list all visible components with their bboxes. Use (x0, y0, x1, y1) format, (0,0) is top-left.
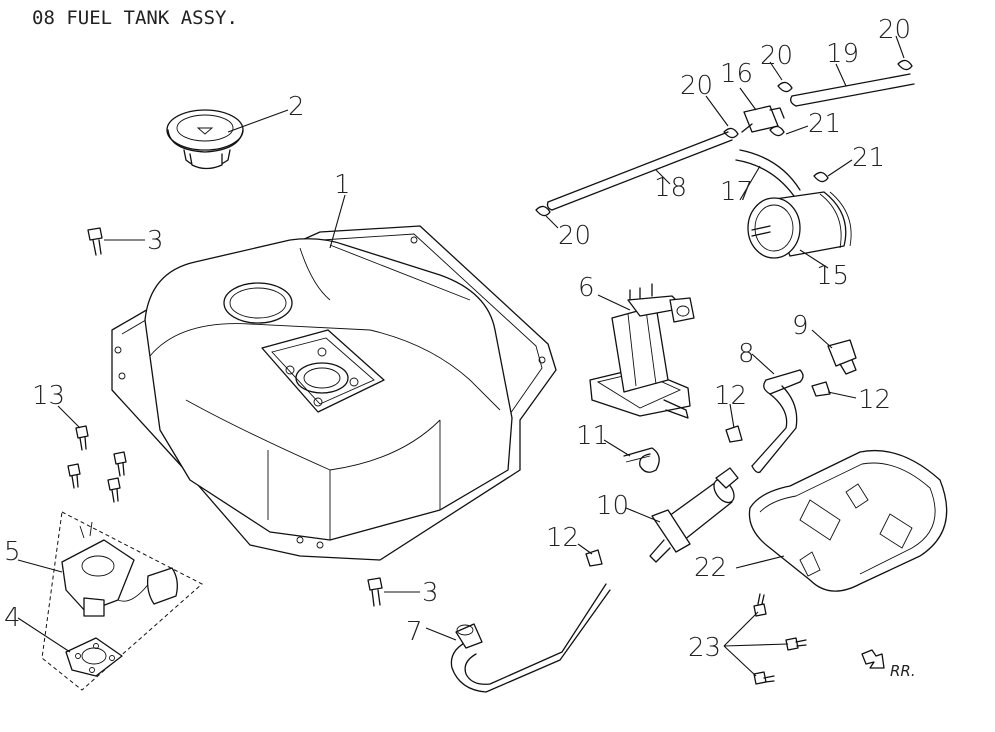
rollover-valve (741, 105, 785, 133)
diagram-title: 08 FUEL TANK ASSY. (32, 7, 238, 29)
leader-6 (597, 294, 631, 311)
callout-18: 18 (654, 173, 687, 203)
bolts-23 (753, 593, 807, 685)
leader-2 (227, 109, 289, 133)
leader-20-d (545, 215, 559, 229)
callout-17: 17 (720, 177, 753, 207)
hose-joint (827, 339, 857, 375)
callout-7: 7 (406, 617, 423, 647)
sender-gasket (65, 637, 123, 677)
callout-6: 6 (578, 273, 595, 303)
clip-12-b (811, 381, 831, 397)
callout-22: 22 (694, 553, 727, 583)
leader-7 (425, 627, 457, 641)
leader-22 (735, 555, 785, 569)
fuel-cap (166, 109, 244, 170)
fuel-level-sender (61, 521, 178, 617)
hose-19-end (790, 95, 797, 107)
leader-5 (17, 559, 63, 573)
leader-20-a (895, 35, 905, 59)
callout-16: 16 (720, 59, 753, 89)
callout-3-lower: 3 (422, 578, 439, 608)
sender-group-outline (41, 511, 203, 691)
leader-20-b (769, 61, 783, 81)
clamp-21-a (769, 125, 785, 137)
callout-12-a: 12 (714, 381, 747, 411)
leader-11 (603, 439, 631, 457)
callout-12-b: 12 (858, 385, 891, 415)
leader-12-a (729, 403, 735, 429)
callout-4: 4 (4, 603, 21, 633)
callout-9: 9 (792, 311, 809, 341)
leader-12-b (827, 391, 857, 399)
fuel-pump (589, 283, 695, 419)
clip-12-c (585, 549, 603, 567)
leader-13 (57, 405, 81, 429)
callout-10: 10 (596, 491, 629, 521)
callout-12-c: 12 (546, 523, 579, 553)
leader-21-a (785, 125, 809, 135)
clamp-20-c (723, 127, 739, 139)
leader-21-b (827, 159, 853, 177)
callout-5: 5 (4, 537, 21, 567)
leader-20-c (705, 95, 729, 127)
hose-17 (735, 149, 801, 197)
clamp-20-b (777, 81, 793, 93)
leader-12-c (577, 543, 593, 555)
bolt-3-lower (367, 577, 383, 607)
callout-20-c: 20 (680, 71, 713, 101)
fuel-tank (111, 225, 557, 561)
direction-label: RR. (890, 662, 916, 680)
callout-21-b: 21 (852, 143, 885, 173)
fuel-filter-valve (649, 467, 739, 563)
callout-1: 1 (334, 170, 351, 200)
clamp-20-d (535, 205, 551, 217)
leader-10 (625, 507, 661, 523)
leader-16 (739, 87, 757, 111)
bolts-13 (67, 425, 127, 503)
leader-4 (17, 617, 71, 653)
leader-23 (723, 611, 789, 677)
callout-20-d: 20 (558, 221, 591, 251)
callout-20-b: 20 (760, 41, 793, 71)
leader-1 (329, 194, 346, 249)
clamp-20-a (897, 59, 913, 71)
callout-15: 15 (816, 261, 849, 291)
callout-21-a: 21 (808, 109, 841, 139)
hose-18 (547, 131, 733, 211)
hose-19 (791, 73, 915, 107)
leader-18 (655, 169, 671, 185)
callout-19: 19 (826, 39, 859, 69)
callout-11: 11 (576, 421, 609, 451)
fuel-hose-lower (450, 583, 611, 693)
callout-20-a: 20 (878, 15, 911, 45)
tank-guard (748, 449, 948, 592)
clip-12-a (725, 425, 743, 443)
callout-13: 13 (32, 381, 65, 411)
leader-19 (835, 63, 847, 87)
leader-17 (739, 165, 761, 201)
leader-15 (799, 249, 829, 269)
spring-clip (623, 447, 660, 473)
callout-23: 23 (688, 633, 721, 663)
callout-3-upper: 3 (147, 226, 164, 256)
bolt-3-upper (87, 227, 103, 256)
leader-9 (811, 329, 833, 349)
evap-canister (747, 191, 852, 259)
leader-8 (751, 353, 775, 375)
fuel-hose-right (751, 369, 804, 474)
rear-direction-arrow (861, 649, 885, 669)
clamp-21-b (813, 171, 829, 183)
callout-2: 2 (288, 92, 305, 122)
hose-18-end (546, 201, 553, 211)
callout-8: 8 (738, 339, 755, 369)
